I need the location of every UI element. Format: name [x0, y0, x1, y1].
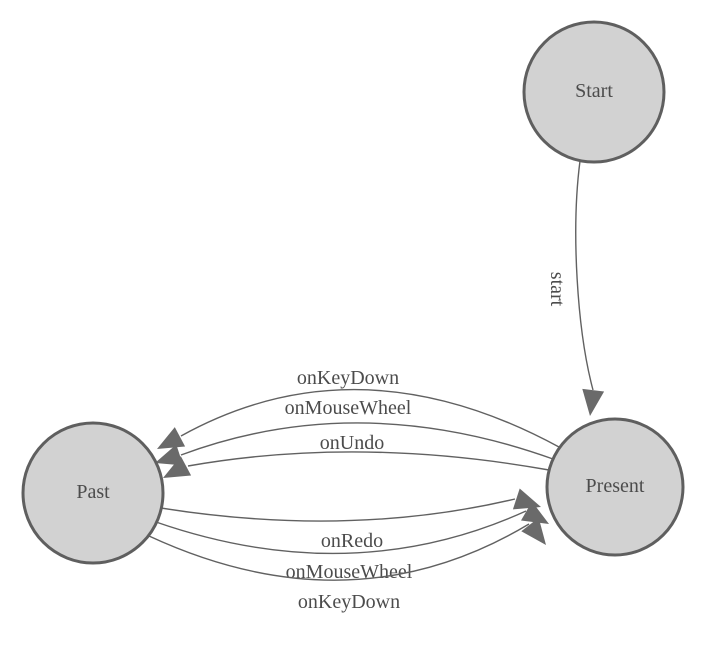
transition-past-to-present-onkeydown: onKeyDown: [148, 517, 546, 613]
arrowhead-icon: [163, 456, 192, 478]
transition-label-start-to-present: start: [546, 272, 568, 307]
transition-label-present-to-past-onkeydown: onKeyDown: [297, 367, 399, 389]
state-node-start[interactable]: Start: [522, 20, 666, 164]
transition-past-to-present-onredo: onRedo: [160, 488, 541, 552]
past-node-label: Past: [76, 481, 110, 503]
arrowhead-icon: [512, 488, 541, 510]
transition-line-present-to-past-onkeydown: [180, 388, 560, 448]
transition-label-past-to-present-onredo: onRedo: [321, 530, 383, 552]
transition-start-to-present: start: [546, 160, 605, 416]
present-node-label: Present: [586, 475, 645, 497]
state-node-present[interactable]: Present: [545, 417, 685, 557]
transition-line-past-to-present-onredo: [160, 498, 516, 522]
transition-line-past-to-present-onmousewheel: [155, 510, 527, 555]
arrowhead-icon: [582, 388, 605, 416]
transition-line-present-to-past-onmousewheel: [180, 422, 554, 460]
past-node-circle[interactable]: [21, 421, 165, 565]
start-node-label: Start: [575, 80, 613, 102]
transition-present-to-past-onundo: onUndo: [163, 432, 550, 478]
arrowhead-icon: [521, 517, 546, 545]
start-node-circle[interactable]: [522, 20, 666, 164]
transition-line-present-to-past-onundo: [187, 451, 550, 471]
transition-present-to-past-onmousewheel: onMouseWheel: [155, 397, 554, 466]
arrowhead-icon: [155, 444, 184, 466]
transition-line-start-to-present: [575, 160, 594, 391]
transition-label-present-to-past-onundo: onUndo: [320, 432, 384, 454]
transition-line-past-to-present-onkeydown: [148, 523, 530, 581]
present-node-circle[interactable]: [545, 417, 685, 557]
arrowhead-icon: [521, 501, 549, 524]
transition-present-to-past-onkeydown: onKeyDown: [157, 367, 560, 449]
transition-label-present-to-past-onmousewheel: onMouseWheel: [285, 397, 412, 419]
arrowhead-icon: [157, 427, 186, 449]
transition-label-past-to-present-onkeydown: onKeyDown: [298, 591, 400, 613]
state-node-past[interactable]: Past: [21, 421, 165, 565]
